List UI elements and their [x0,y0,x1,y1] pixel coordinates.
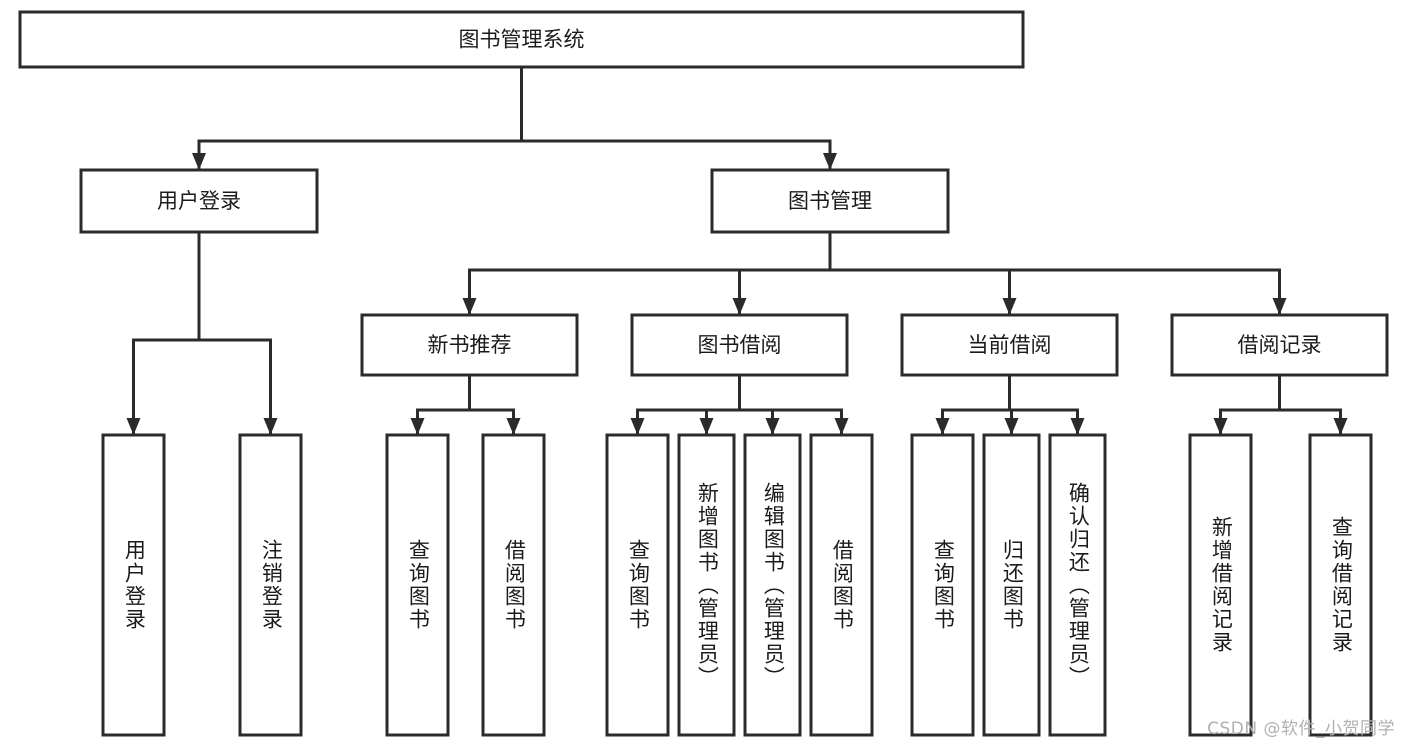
arrowhead-leaf-0-1 [263,418,278,435]
arrowhead-leaf-2-0 [630,418,645,435]
node-l3-1[interactable] [630,313,849,377]
node-box-layer [18,10,1389,737]
node-l3-2[interactable] [900,313,1119,377]
node-leaf-6[interactable] [743,433,802,737]
arrowhead-mgr-2 [1002,298,1017,315]
arrowhead-leaf-3-2 [1070,418,1085,435]
arrowhead-root-0 [192,153,206,170]
arrowhead-leaf-3-0 [935,418,950,435]
node-root[interactable] [18,10,1025,69]
arrowhead-leaf-1-0 [410,418,425,435]
node-l3-label-0: 新书推荐 [428,333,512,357]
arrowhead-leaf-2-2 [765,418,780,435]
node-leaf-11[interactable] [1188,433,1253,737]
node-l3-3[interactable] [1170,313,1389,377]
node-leaf-12[interactable] [1308,433,1373,737]
node-leaf-2[interactable] [385,433,450,737]
node-leaf-9[interactable] [982,433,1041,737]
node-l2-label-1: 图书管理 [788,189,872,213]
node-l2-0[interactable] [79,168,319,234]
node-leaf-1[interactable] [238,433,303,737]
node-root-label: 图书管理系统 [459,28,585,52]
watermark: CSDN @软件_小贺同学 [1207,719,1395,739]
node-leaf-4[interactable] [605,433,670,737]
arrowhead-leaf-2-3 [834,418,849,435]
arrowhead-root-1 [823,153,837,170]
node-l2-label-0: 用户登录 [157,189,241,213]
node-l3-label-3: 借阅记录 [1238,333,1322,357]
arrowhead-leaf-4-0 [1213,418,1228,435]
arrowhead-leaf-4-1 [1333,418,1348,435]
node-leaf-0[interactable] [101,433,166,737]
arrowhead-mgr-1 [732,298,747,315]
node-l3-label-1: 图书借阅 [698,333,782,357]
node-leaf-3[interactable] [481,433,546,737]
node-l3-label-2: 当前借阅 [968,333,1052,357]
node-leaf-10[interactable] [1048,433,1107,737]
node-leaf-7[interactable] [809,433,874,737]
node-leaf-8[interactable] [910,433,975,737]
node-l3-0[interactable] [360,313,579,377]
node-l2-1[interactable] [710,168,950,234]
arrowhead-leaf-1-1 [506,418,521,435]
connector-layer [126,65,1348,435]
node-leaf-5[interactable] [677,433,736,737]
arrowhead-leaf-3-1 [1004,418,1019,435]
arrowhead-leaf-2-1 [699,418,714,435]
arrowhead-mgr-0 [462,298,477,315]
arrowhead-mgr-3 [1272,298,1287,315]
arrowhead-leaf-0-0 [126,418,141,435]
